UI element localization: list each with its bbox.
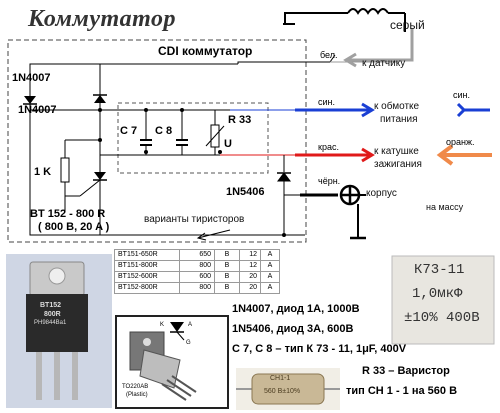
varistor-u-label: U <box>224 138 232 150</box>
blue-wire-label: син. <box>318 97 335 107</box>
black-wire-label: чёрн. <box>318 176 341 186</box>
resistor-1k-label: 1 K <box>34 166 52 178</box>
white-wire-label: бел. <box>320 50 338 60</box>
ground-route-line2: на массу <box>426 202 464 212</box>
diode-d1 <box>23 96 37 105</box>
varistor-photo <box>236 368 340 410</box>
capacitor-c8-label: C 8 <box>155 125 173 137</box>
sensor-gray-arrow <box>348 28 414 62</box>
ground-route-line1: корпус <box>366 188 397 199</box>
variants-arrow <box>197 229 231 239</box>
table-cell: B <box>214 260 240 272</box>
capacitor-c7-label: C 7 <box>120 125 138 137</box>
diode-1n5406-description: 1N5406, диод 3А, 600В <box>232 323 354 335</box>
blue-wire <box>215 102 490 118</box>
capacitor-photo <box>391 255 495 345</box>
table-cell: A <box>260 282 280 294</box>
orange-arrowhead <box>436 144 454 166</box>
table-cell: BT152-800R <box>114 282 180 294</box>
thyristor-symbol <box>65 172 107 197</box>
coil-route-line2: зажигания <box>374 159 422 170</box>
sensor-wire <box>237 54 336 64</box>
varistor-r33-label: R 33 <box>228 114 252 126</box>
red-wire-label: крас. <box>318 142 339 152</box>
pin-a-label: A <box>188 322 193 328</box>
diode-d2-label: 1N4007 <box>18 104 57 116</box>
thyristor-label-2: ( 800 B, 20 A ) <box>38 221 110 233</box>
table-cell: B <box>214 282 240 294</box>
diode-d3 <box>277 155 291 235</box>
gray-wire-label: серый <box>390 18 425 32</box>
thyristor-photo <box>6 254 112 408</box>
capacitor-marking-3: ±10% 400В <box>404 310 480 326</box>
diode-1n4007-description: 1N4007, диод 1А, 1000В <box>232 303 360 315</box>
supply-route-line1: к обмотке <box>374 101 420 112</box>
resistor-1k <box>60 157 70 183</box>
thyristor-marking-3: PH9844Ba1 <box>34 320 67 326</box>
variants-arrowhead <box>196 232 207 241</box>
gray-wire <box>284 8 406 32</box>
varistor-description-type: тип СН 1 - 1 на 560 В <box>346 385 458 397</box>
variants-label: варианты тиристоров <box>144 214 245 225</box>
table-cell: A <box>260 271 280 283</box>
varistor-marking-1: СН1-1 <box>270 375 291 382</box>
right-blue-label: син. <box>453 90 470 100</box>
table-cell: 20 <box>239 271 261 283</box>
table-cell: BT151-650R <box>114 249 180 261</box>
table-cell: A <box>260 249 280 261</box>
capacitor-marking-1: К73-11 <box>414 262 465 278</box>
supply-route-line2: питания <box>380 114 418 125</box>
pin-g-label: G <box>186 340 191 346</box>
table-cell: 650 <box>179 249 215 261</box>
table-cell: B <box>214 271 240 283</box>
table-cell: BT152-600R <box>114 271 180 283</box>
table-cell: 12 <box>239 260 261 272</box>
package-diagram <box>115 315 229 409</box>
sensor-arrowhead <box>343 52 357 68</box>
varistor-description-title: R 33 – Варистор <box>362 365 450 377</box>
module-header: CDI коммутатор <box>158 44 253 58</box>
table-cell: 800 <box>179 282 215 294</box>
black-wire <box>284 184 366 240</box>
thyristor-label-1: BT 152 - 800 R <box>30 208 106 220</box>
capacitor-description: С 7, С 8 – тип К 73 - 11, 1μF, 400V <box>232 343 407 355</box>
capacitor-marking-2: 1,0мкФ <box>412 286 463 302</box>
thyristor-marking-2: 800R <box>44 311 61 318</box>
right-orange-label: оранж. <box>446 137 475 147</box>
module-border <box>7 39 307 243</box>
red-wire <box>220 147 375 163</box>
diode-d1-label: 1N4007 <box>12 72 51 84</box>
coil-route-line1: к катушке <box>374 146 419 157</box>
table-cell: 800 <box>179 260 215 272</box>
pin-k-label: K <box>160 322 165 328</box>
table-cell: B <box>214 249 240 261</box>
diode-d2 <box>93 94 107 103</box>
capacitor-group-border <box>117 102 269 174</box>
varistor-marking-2: 560 В±10% <box>264 388 301 395</box>
table-cell: 600 <box>179 271 215 283</box>
table-cell: 20 <box>239 282 261 294</box>
thyristor-marking-1: BT152 <box>40 302 62 309</box>
package-label-2: (Plastic) <box>126 392 148 398</box>
table-cell: A <box>260 260 280 272</box>
table-cell: BT151-800R <box>114 260 180 272</box>
page-title: Коммутатор <box>28 6 177 32</box>
table-cell: 12 <box>239 249 261 261</box>
package-label-1: TO220AB <box>122 384 149 390</box>
diode-d3-label: 1N5406 <box>226 186 265 198</box>
sensor-route-label: к датчику <box>362 58 406 69</box>
